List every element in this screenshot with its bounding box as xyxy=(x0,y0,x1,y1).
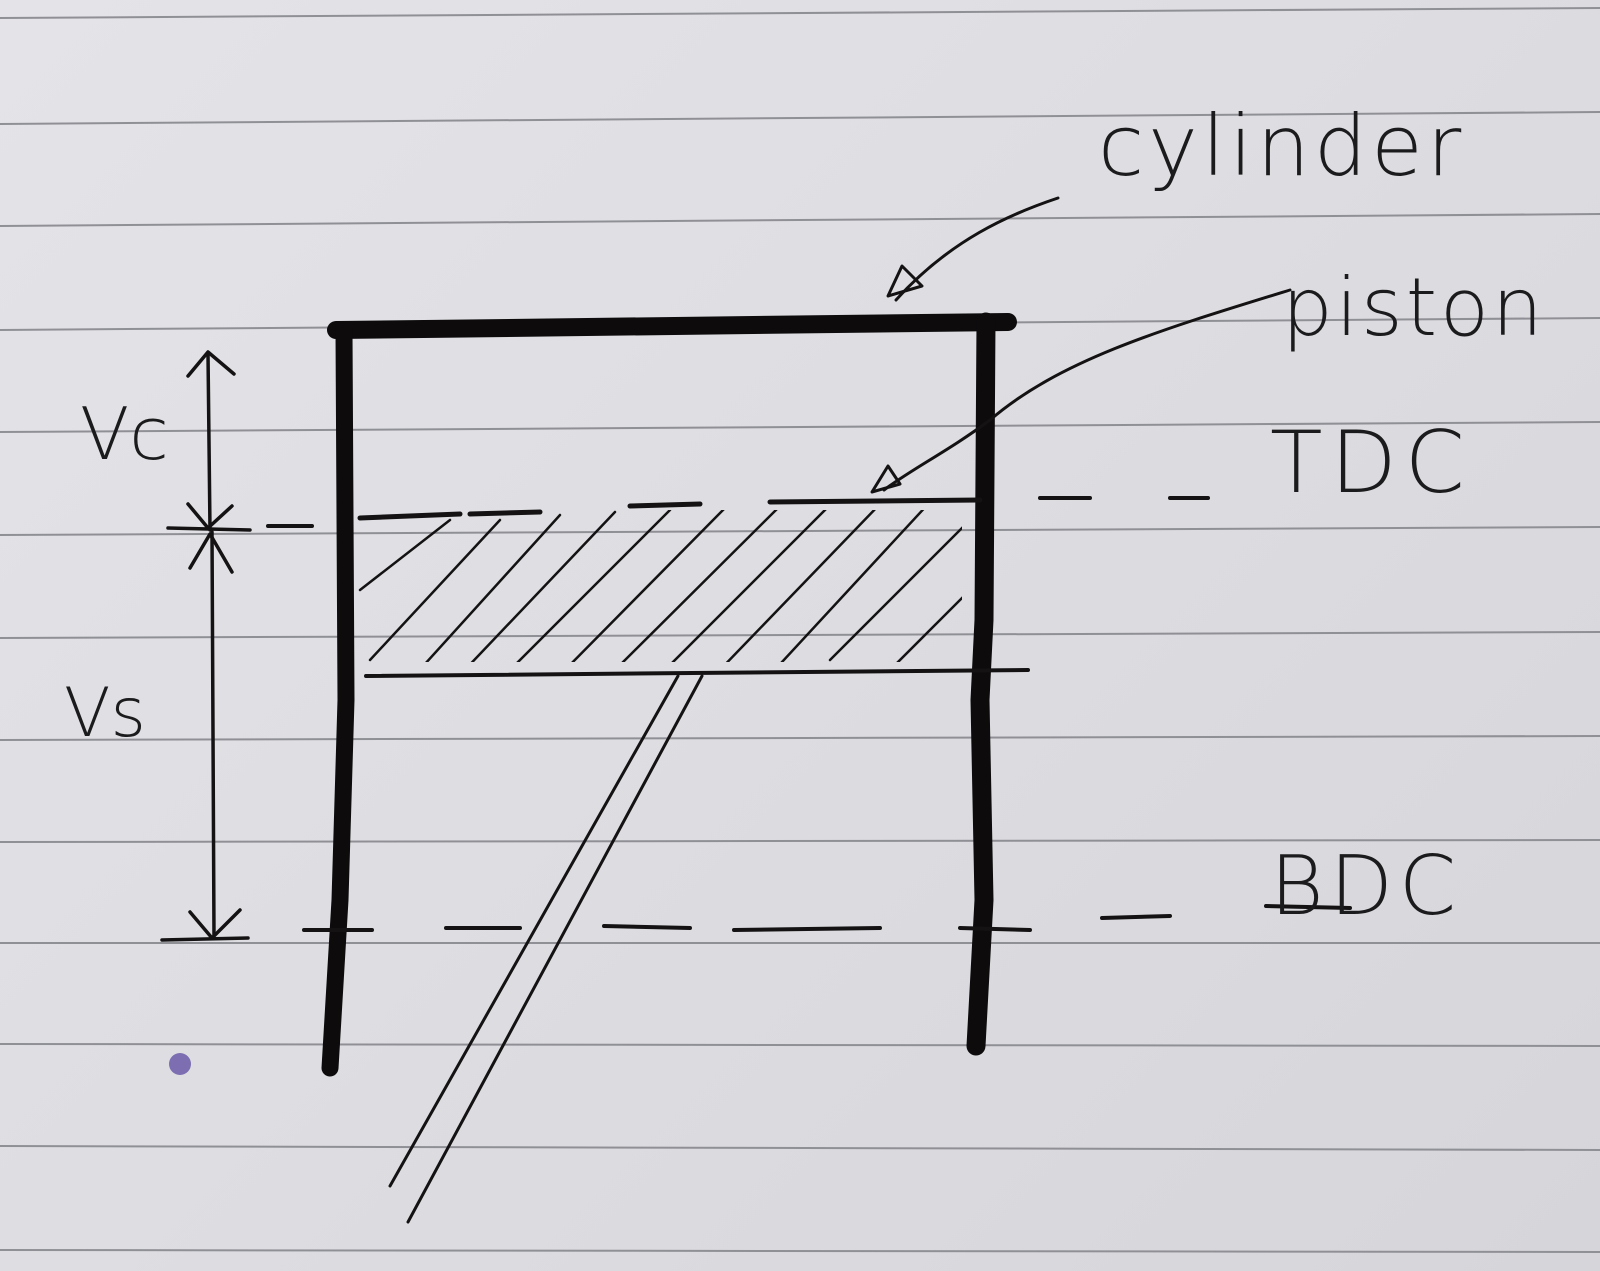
dimension-arrows xyxy=(160,350,252,942)
vc-dimension-line xyxy=(206,352,212,532)
ruled-lines xyxy=(0,7,1600,1253)
ink-dot xyxy=(169,1053,191,1075)
leader-arrows xyxy=(870,196,1292,494)
bdc-reference-line xyxy=(302,904,1352,932)
bdc-label: BDC xyxy=(1270,839,1463,934)
piston-leader-line xyxy=(882,288,1292,492)
vs-dimension-line xyxy=(210,530,216,938)
piston-label: piston xyxy=(1282,261,1546,354)
cylinder-right-wall xyxy=(966,312,996,1056)
piston-top-edge xyxy=(357,497,983,521)
vc-arrowhead-icon xyxy=(186,350,236,378)
tdc-reference-line xyxy=(266,496,1210,528)
piston-arrowhead-icon xyxy=(870,464,902,494)
cylinder-left-wall xyxy=(321,323,355,1077)
vs-arrowhead-icon xyxy=(188,532,234,574)
piston-hatching xyxy=(358,510,962,662)
vs-label: Vs xyxy=(64,674,146,753)
cylinder-body xyxy=(321,312,1017,1077)
cylinder-label: cylinder xyxy=(1098,97,1466,195)
bdc-tick-mark xyxy=(160,936,250,942)
tdc-label: TDC xyxy=(1270,413,1473,513)
connecting-rod xyxy=(388,674,704,1224)
vc-label: Vc xyxy=(80,392,169,476)
cylinder-arrowhead-icon xyxy=(886,264,924,298)
tdc-tick-mark xyxy=(166,526,252,532)
piston xyxy=(357,497,1030,1224)
piston-bottom-edge xyxy=(364,668,1030,678)
cylinder-head xyxy=(327,313,1017,339)
